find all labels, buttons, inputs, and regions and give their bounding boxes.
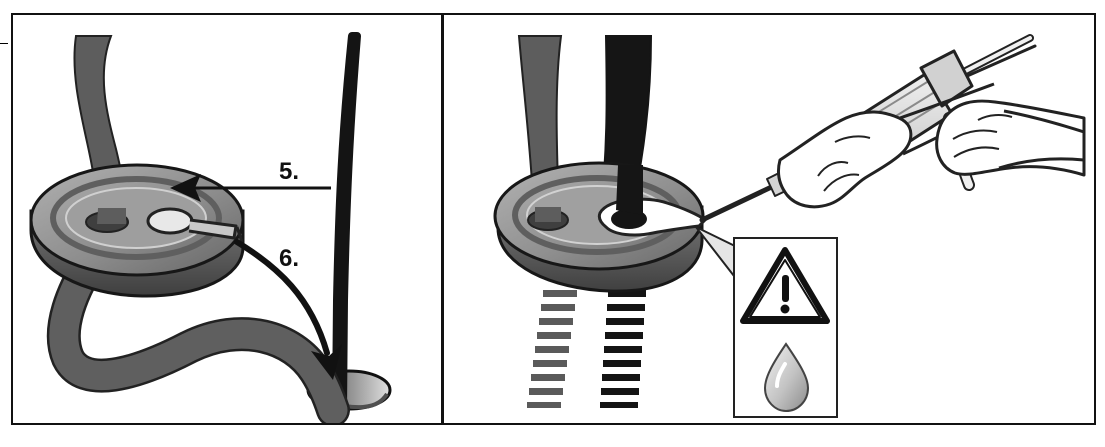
step-5-label: 5. <box>279 158 300 185</box>
step-5-arrow <box>170 174 331 202</box>
instruction-figure: 5. 6. <box>11 13 1096 425</box>
grey-cable-hidden-section <box>527 290 577 408</box>
sealant-application-diagram <box>493 34 1086 418</box>
cable-grommet <box>29 163 245 298</box>
step-6-arrow <box>234 239 342 380</box>
cable-grommet <box>493 161 707 293</box>
grey-cable-lower <box>46 235 350 423</box>
margin-mark <box>0 43 8 44</box>
black-cable-hidden-section <box>600 290 646 408</box>
right-panel-sealing <box>444 15 1096 423</box>
warning-triangle-icon <box>740 247 830 324</box>
grommet-fitting-diagram <box>29 32 392 423</box>
step-6-label: 6. <box>279 245 300 272</box>
left-panel-step-5-6: 5. 6. <box>13 15 441 423</box>
panel-divider <box>441 15 444 423</box>
right-hand <box>935 99 1086 177</box>
sealant-drop-icon <box>763 342 810 413</box>
